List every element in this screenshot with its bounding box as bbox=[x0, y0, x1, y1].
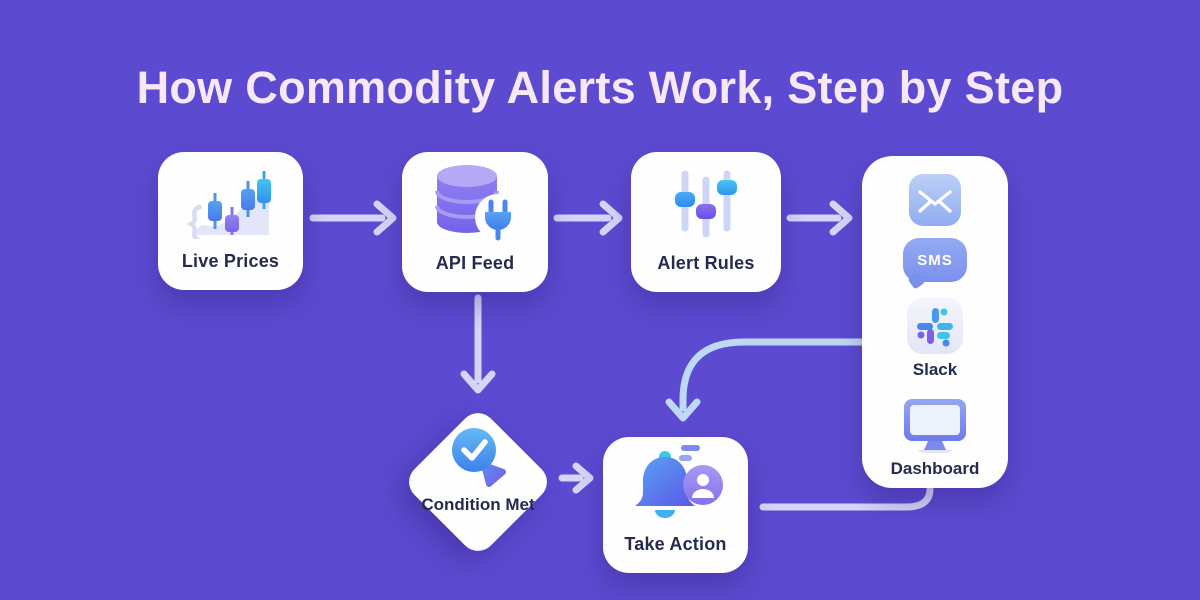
api-feed-label: API Feed bbox=[435, 253, 515, 273]
node-alert-rules: Alert Rules bbox=[631, 152, 781, 292]
sms-icon: SMS bbox=[903, 238, 967, 290]
arrow-api-to-rules bbox=[553, 200, 623, 236]
database-plug-icon bbox=[435, 164, 521, 240]
node-live-prices: Live Prices bbox=[158, 152, 303, 290]
check-bubble-icon bbox=[452, 428, 506, 487]
live-prices-label: Live Prices bbox=[181, 251, 280, 271]
arrow-channels-to-action bbox=[665, 338, 865, 422]
api-feed-icon-wrap bbox=[402, 152, 548, 253]
alert-rules-icon-wrap bbox=[631, 152, 781, 253]
connector-action-to-channels bbox=[759, 485, 934, 511]
live-prices-icon-wrap bbox=[158, 152, 303, 251]
arrow-rules-to-channels bbox=[786, 200, 853, 236]
slack-label: Slack bbox=[912, 360, 958, 379]
arrow-api-to-condition bbox=[460, 294, 496, 394]
monitor-icon bbox=[904, 399, 966, 453]
candlestick-chart-icon bbox=[186, 170, 271, 239]
take-action-label: Take Action bbox=[624, 534, 727, 554]
sms-text: SMS bbox=[917, 251, 953, 269]
email-icon bbox=[909, 174, 961, 226]
alert-rules-label: Alert Rules bbox=[657, 253, 755, 273]
slack-glyph bbox=[917, 308, 953, 347]
node-api-feed: API Feed bbox=[402, 152, 548, 292]
take-action-icon-wrap bbox=[603, 437, 748, 534]
arrow-live-to-api bbox=[309, 200, 397, 236]
page-title: How Commodity Alerts Work, Step by Step bbox=[136, 62, 1064, 113]
condition-met-label: Condition Met bbox=[421, 495, 535, 514]
node-take-action: Take Action bbox=[603, 437, 748, 573]
arrow-condition-to-action bbox=[558, 462, 594, 494]
sms-bubble-tail bbox=[907, 271, 926, 290]
sliders-icon bbox=[675, 170, 737, 237]
dashboard-label: Dashboard bbox=[890, 459, 980, 478]
envelope-glyph bbox=[918, 190, 952, 213]
slack-icon bbox=[907, 298, 963, 354]
bell-person-icon bbox=[634, 444, 723, 518]
node-notification-channels: SMS Slack bbox=[862, 156, 1008, 488]
